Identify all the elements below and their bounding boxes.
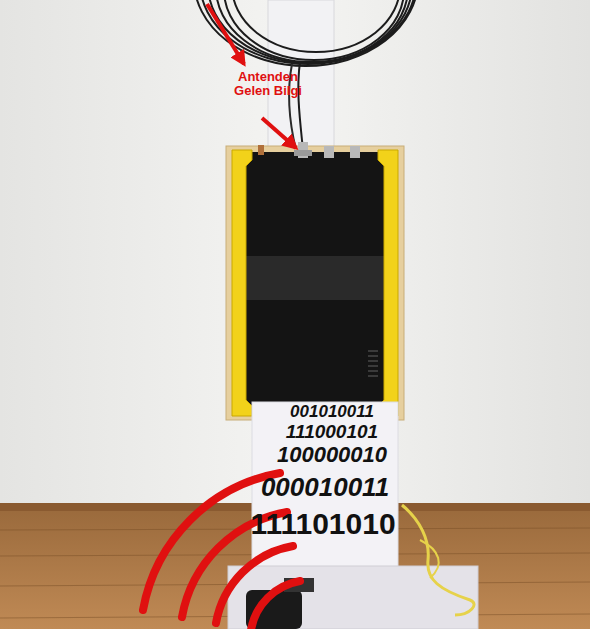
wooden-plate <box>226 146 404 420</box>
annotation-label: Antenden Gelen Bilgi <box>234 70 302 97</box>
lower-panel <box>252 402 398 592</box>
network-cable <box>402 505 474 615</box>
base-board <box>228 566 478 629</box>
reader-band <box>236 256 394 300</box>
binary-data: 001010011 <box>290 403 374 420</box>
binary-data: 100000010 <box>277 444 387 466</box>
wall <box>0 0 590 510</box>
antenna-cable-coil <box>194 0 418 150</box>
binary-data: 000010011 <box>261 474 389 500</box>
binary-data: 111101010 <box>250 509 395 539</box>
rfid-reader <box>236 152 394 414</box>
yellow-brackets <box>232 150 398 416</box>
network-cable <box>420 540 439 578</box>
binary-data: 111000101 <box>286 422 378 441</box>
antenna-ports <box>258 142 360 158</box>
reader-vents <box>368 350 378 377</box>
wood-floor <box>0 508 590 629</box>
